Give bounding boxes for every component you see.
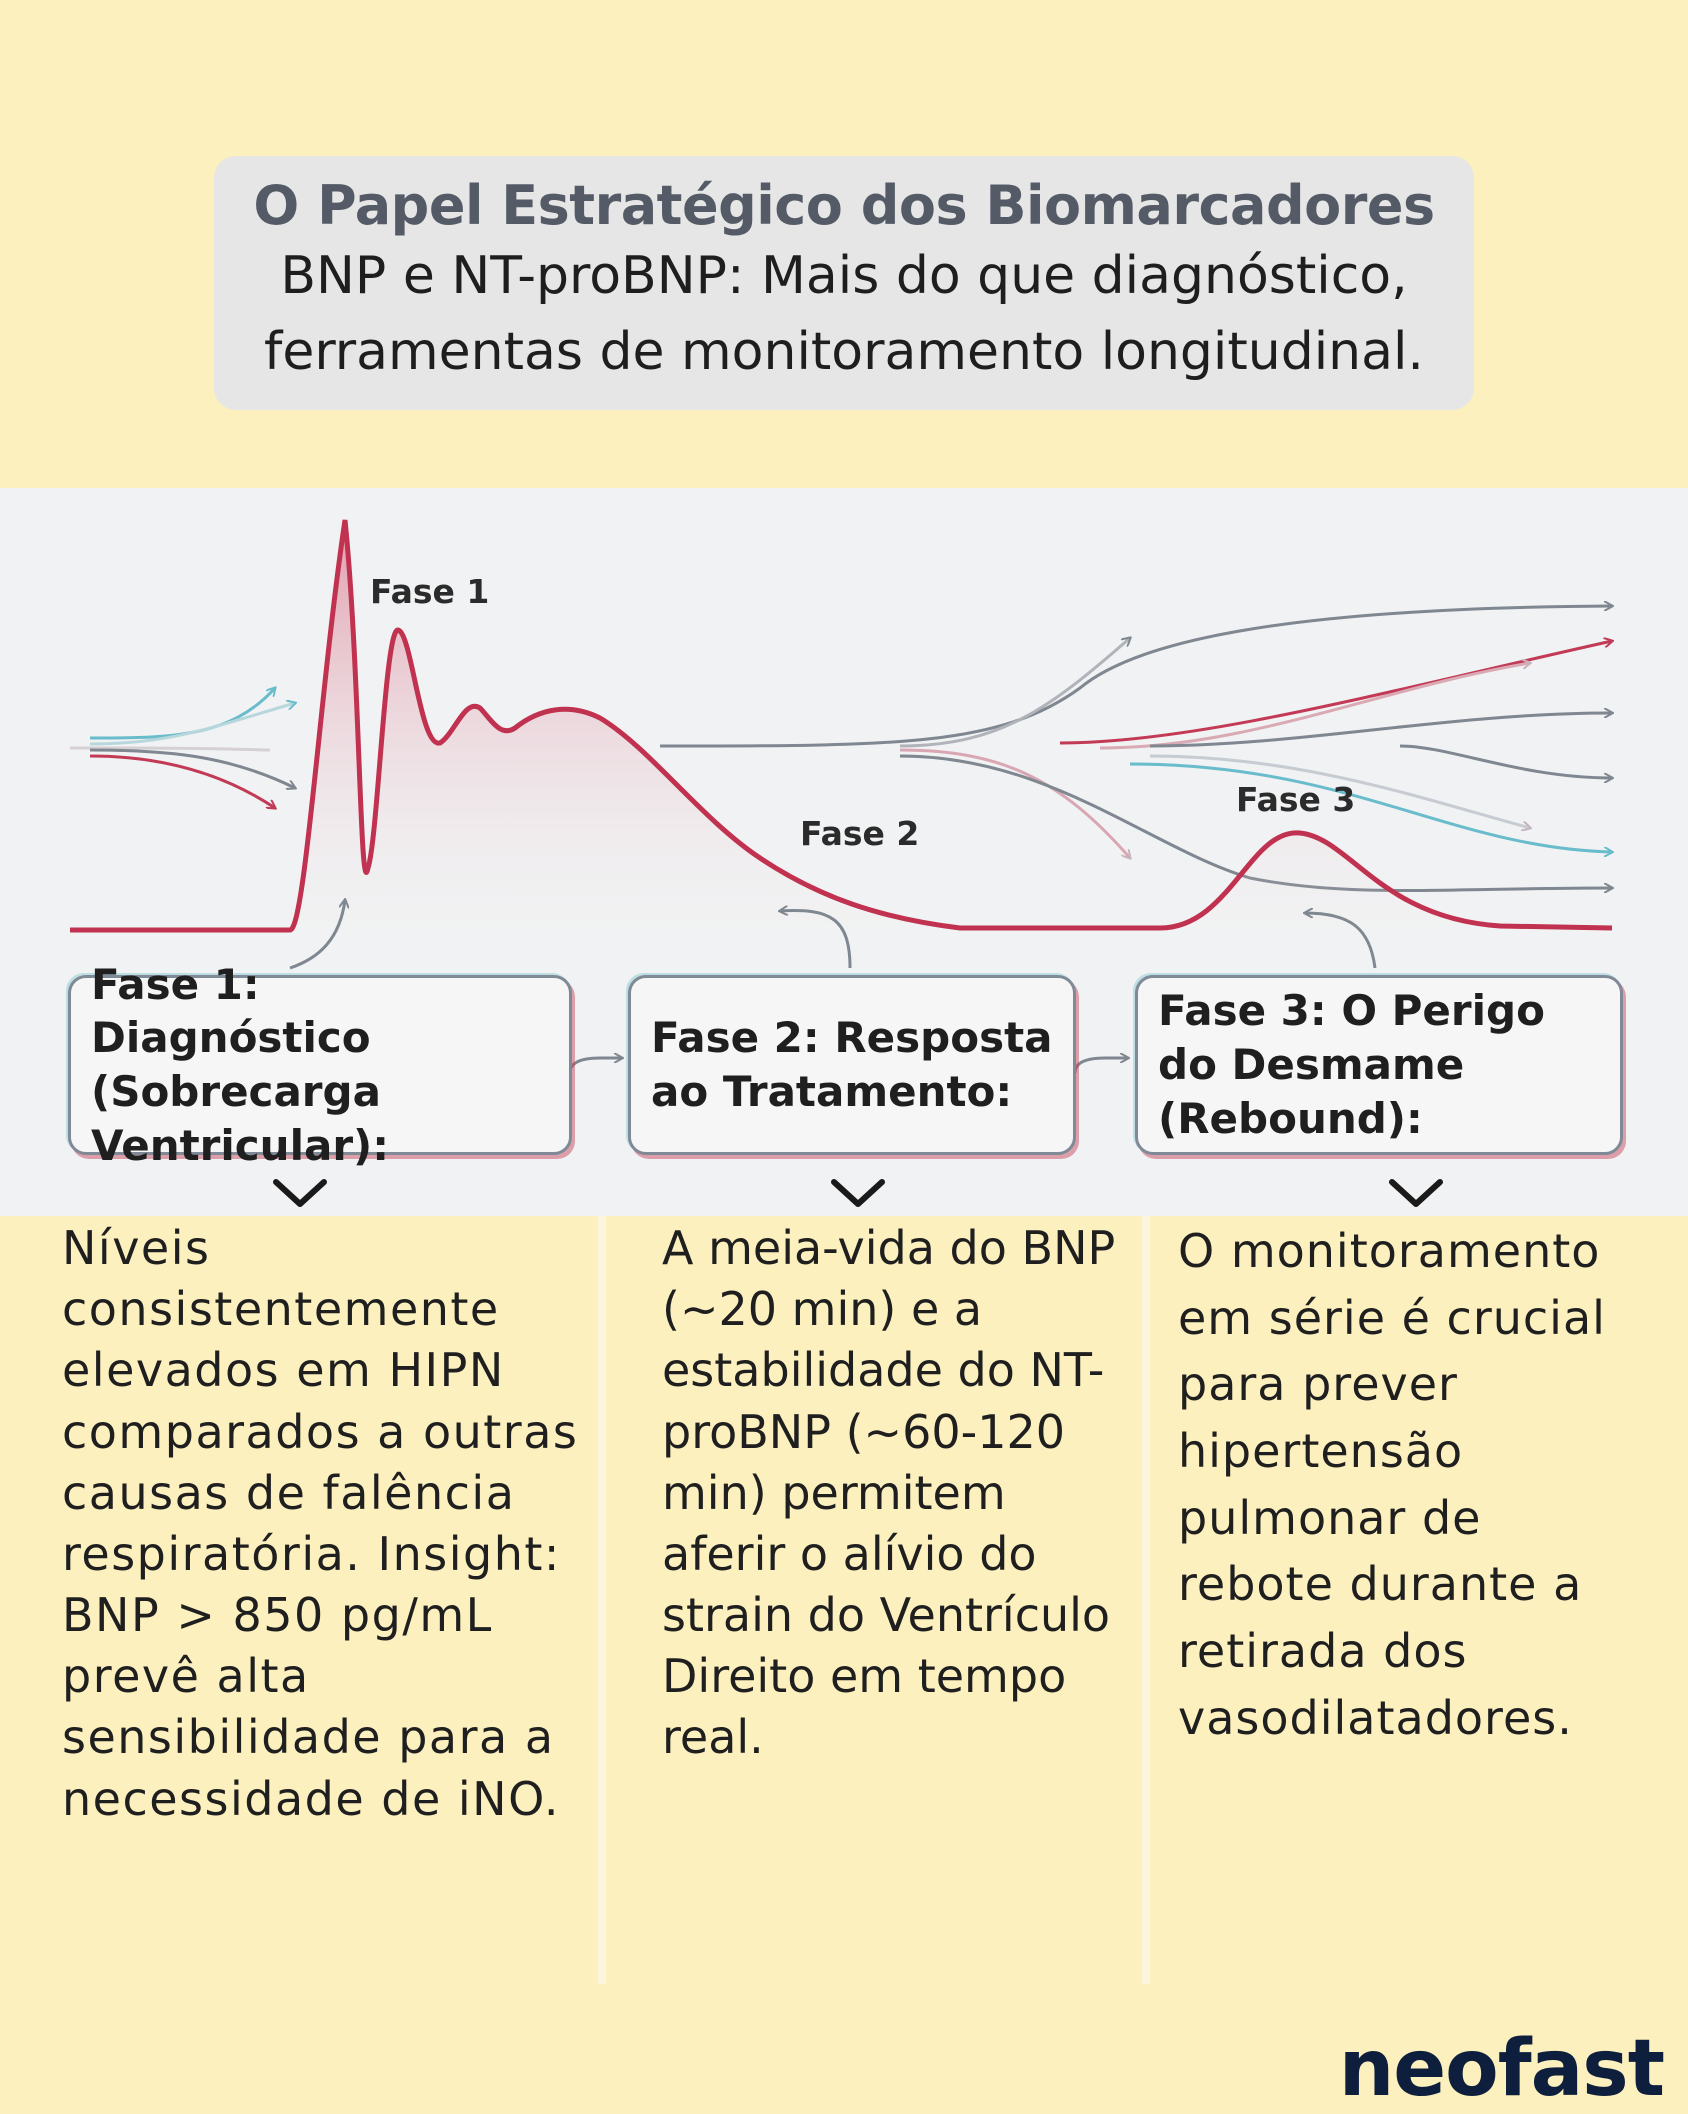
phase-3-description: O monitoramento em série é crucial para …	[1178, 1218, 1648, 1988]
chevron-down-icon	[273, 1179, 327, 1207]
phase-1-title: Fase 1: Diagnóstico (Sobrecarga Ventricu…	[91, 959, 390, 1170]
title-box: O Papel Estratégico dos Biomarcadores BN…	[214, 156, 1474, 410]
phase-1-text: Níveis consistentemente elevados em HIPN…	[62, 1221, 579, 1826]
page-subtitle-line1: BNP e NT-proBNP: Mais do que diagnóstico…	[280, 246, 1408, 307]
phase-1-box: Fase 1: Diagnóstico (Sobrecarga Ventricu…	[68, 960, 572, 1170]
brand-logo: neofast	[1338, 2024, 1665, 2114]
curve-svg	[69, 519, 1688, 1074]
box-to-curve-connectors	[289, 900, 1377, 970]
phase-2-description: A meia-vida do BNP (~20 min) e a estabil…	[662, 1218, 1132, 1988]
phase-1-description: Níveis consistentemente elevados em HIPN…	[62, 1218, 592, 1988]
phase-2-text: A meia-vida do BNP (~20 min) e a estabil…	[662, 1221, 1116, 1765]
phase-3-title: Fase 3: O Perigo do Desmame (Rebound):	[1158, 986, 1545, 1143]
left-input-arrows	[69, 688, 295, 808]
curve-area	[70, 520, 1612, 958]
phase-3-box: Fase 3: O Perigo do Desmame (Rebound):	[1135, 975, 1623, 1155]
chevron-down-icon	[831, 1179, 885, 1207]
column-divider	[1142, 1216, 1150, 1984]
column-divider	[598, 1216, 606, 1984]
page-title: O Papel Estratégico dos Biomarcadores	[253, 173, 1435, 237]
label-fase-2: Fase 2	[800, 814, 920, 853]
label-fase-3: Fase 3	[1236, 780, 1356, 819]
bnp-curve	[70, 519, 1613, 933]
phase-2-title: Fase 2: Resposta ao Tratamento:	[651, 1013, 1053, 1116]
label-fase-1: Fase 1	[370, 572, 490, 611]
chevron-down-icon	[1389, 1179, 1443, 1207]
right-fan-arrows	[659, 606, 1612, 891]
page-subtitle-line2: ferramentas de monitoramento longitudina…	[264, 321, 1424, 382]
phase-2-box: Fase 2: Resposta ao Tratamento:	[628, 975, 1076, 1155]
phase-3-text: O monitoramento em série é crucial para …	[1178, 1224, 1606, 1745]
